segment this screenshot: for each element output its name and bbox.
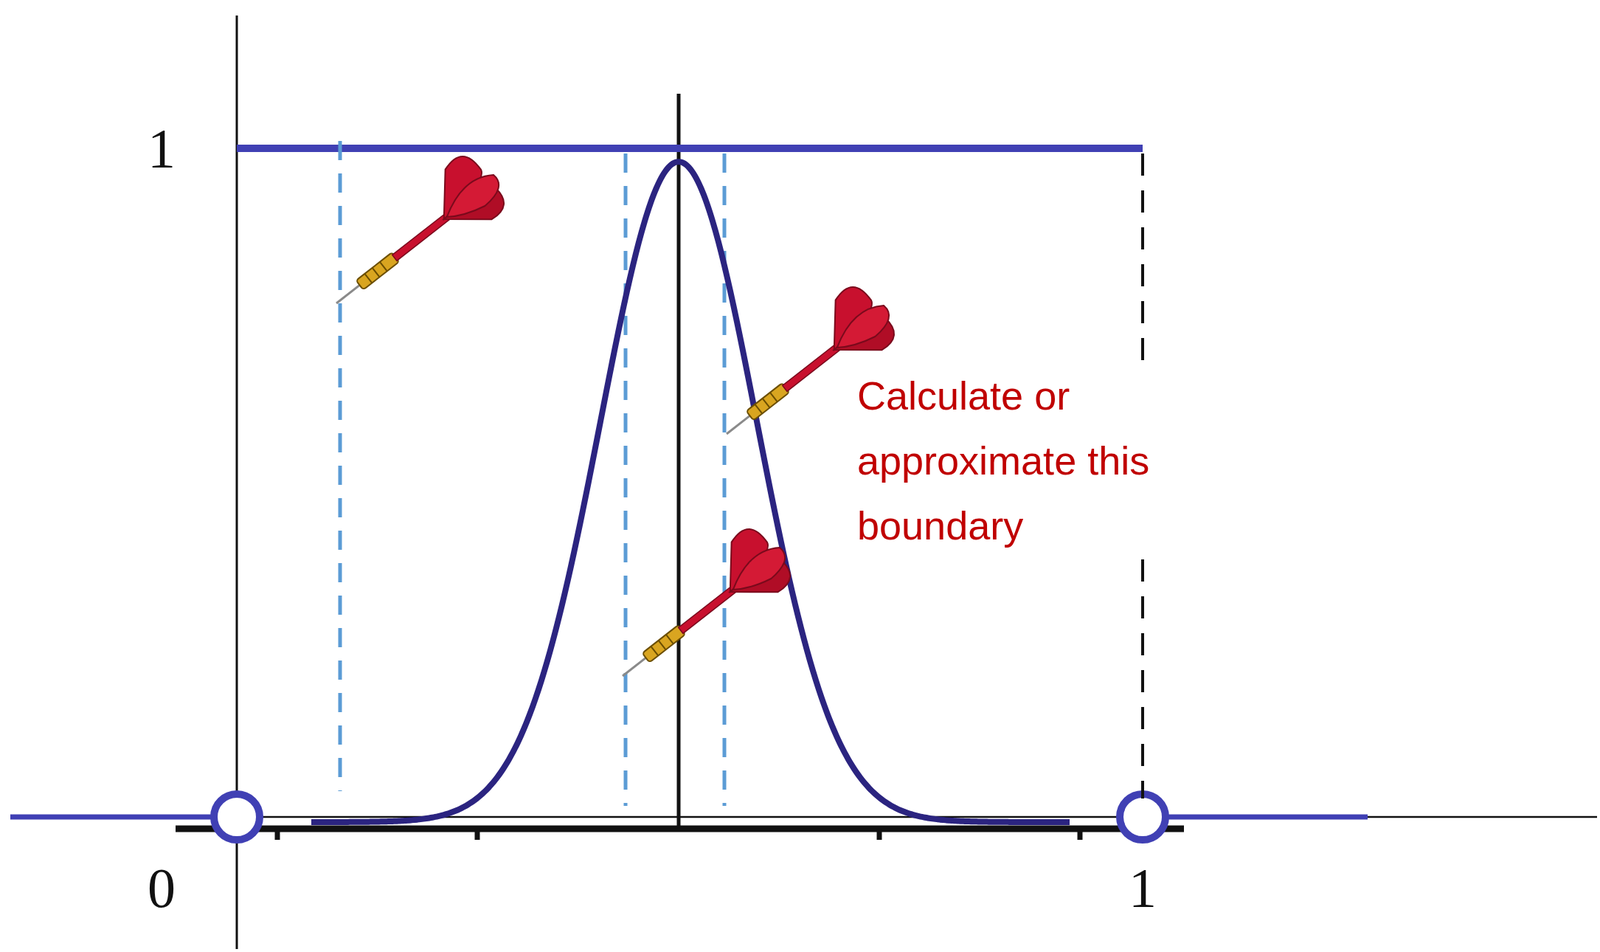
open-endpoint: [213, 793, 260, 840]
center-line: [677, 93, 681, 827]
uniform-right: [1165, 814, 1368, 820]
dart-icon: [311, 146, 515, 327]
axis-tick-label: 0: [147, 859, 176, 916]
axis-tick-label: 1: [1128, 859, 1157, 916]
uniform-left: [10, 814, 214, 820]
uniform-top: [236, 144, 1143, 152]
tick-marks: [277, 828, 1080, 840]
axis-tick-label: 1: [147, 120, 176, 177]
open-endpoint: [1119, 793, 1166, 840]
dart-icon: [597, 518, 802, 700]
callout-note: Calculate or approximate this boundary: [854, 362, 1296, 558]
